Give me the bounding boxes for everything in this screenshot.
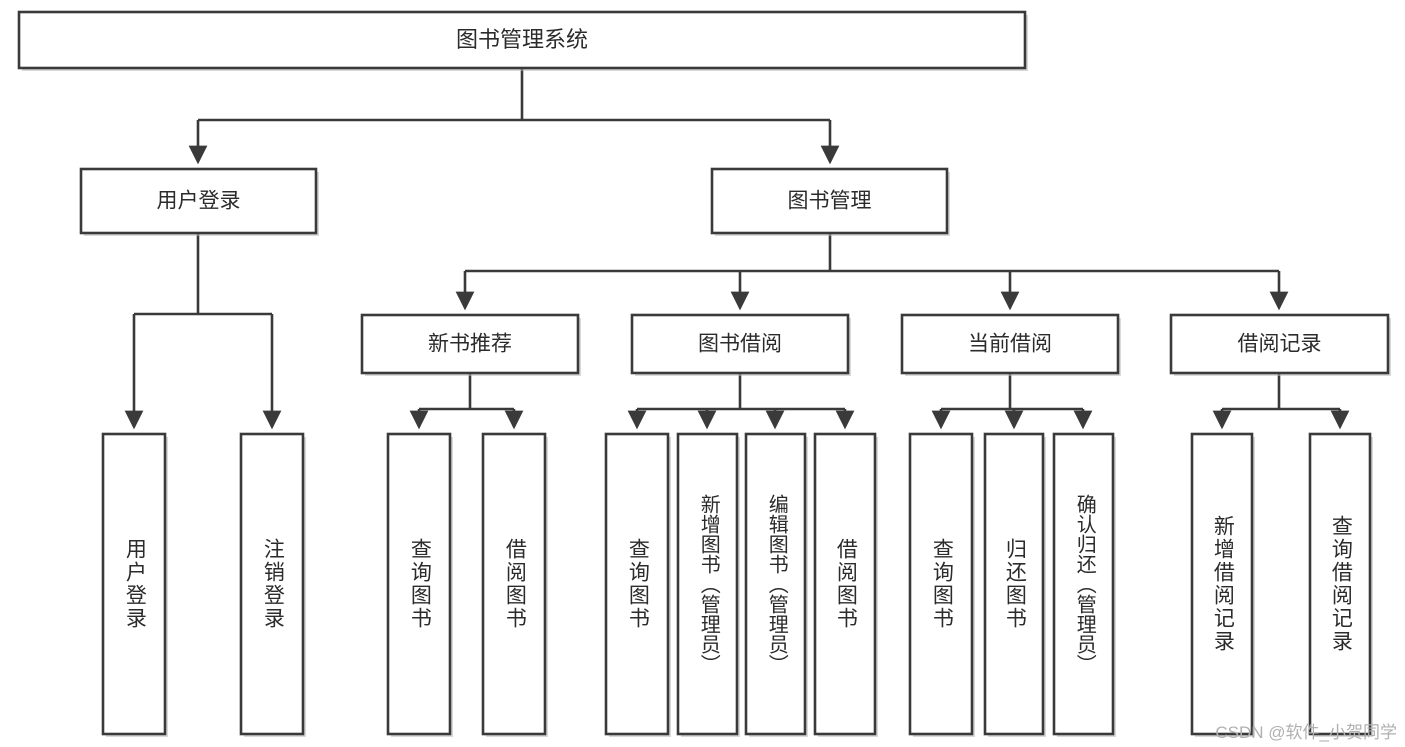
node-rect: [604, 432, 670, 736]
node-leaf-query-book-1[interactable]: [386, 432, 453, 737]
node-leaf-add-borrow-record[interactable]: [1190, 432, 1255, 737]
node-leaf-query-book-3[interactable]: [908, 432, 975, 737]
node-layer: 图书管理系统 用户登录 图书管理 新书推荐: [17, 10, 1391, 737]
leaf-node-layer: [101, 432, 1373, 737]
node-rect: [79, 167, 318, 235]
node-rect: [983, 432, 1045, 736]
node-rect: [630, 313, 850, 375]
node-leaf-return-book[interactable]: [983, 432, 1046, 737]
node-rect: [1169, 313, 1390, 375]
node-rect: [1308, 432, 1372, 736]
node-rect: [386, 432, 452, 736]
node-leaf-borrow-book-1[interactable]: [481, 432, 548, 737]
node-label: 图书管理: [788, 190, 872, 213]
node-book-borrow[interactable]: 图书借阅: [630, 313, 851, 376]
node-leaf-user-login[interactable]: [101, 432, 168, 737]
node-new-book-recommend[interactable]: 新书推荐: [360, 313, 581, 376]
node-rect: [900, 313, 1120, 375]
node-rect: [17, 10, 1027, 70]
node-leaf-query-borrow-record[interactable]: [1308, 432, 1373, 737]
node-rect: [360, 313, 580, 375]
node-label: 用户登录: [157, 190, 241, 213]
node-borrow-record[interactable]: 借阅记录: [1169, 313, 1391, 376]
node-rect: [744, 432, 807, 736]
connector-layer: [124, 68, 1350, 430]
node-label: 图书管理系统: [456, 27, 588, 52]
node-rect: [908, 432, 974, 736]
node-rect: [481, 432, 547, 736]
node-current-borrow[interactable]: 当前借阅: [900, 313, 1121, 376]
node-label: 新书推荐: [428, 333, 512, 356]
node-leaf-borrow-book-2[interactable]: [813, 432, 878, 737]
node-book-management-system[interactable]: 图书管理系统: [17, 10, 1028, 71]
node-label: 借阅记录: [1238, 333, 1322, 356]
node-leaf-confirm-return-admin[interactable]: [1052, 432, 1116, 737]
node-rect: [101, 432, 167, 736]
node-rect: [1052, 432, 1115, 736]
node-leaf-query-book-2[interactable]: [604, 432, 671, 737]
node-label: 当前借阅: [968, 333, 1052, 356]
node-rect: [676, 432, 739, 736]
node-user-login[interactable]: 用户登录: [79, 167, 319, 236]
node-leaf-logout-login[interactable]: [239, 432, 306, 737]
node-rect: [1190, 432, 1254, 736]
node-leaf-add-book-admin[interactable]: [676, 432, 740, 737]
node-leaf-edit-book-admin[interactable]: [744, 432, 808, 737]
node-rect: [813, 432, 877, 736]
node-rect: [710, 167, 949, 235]
node-label: 图书借阅: [698, 333, 782, 356]
node-rect: [239, 432, 305, 736]
node-book-management[interactable]: 图书管理: [710, 167, 950, 236]
